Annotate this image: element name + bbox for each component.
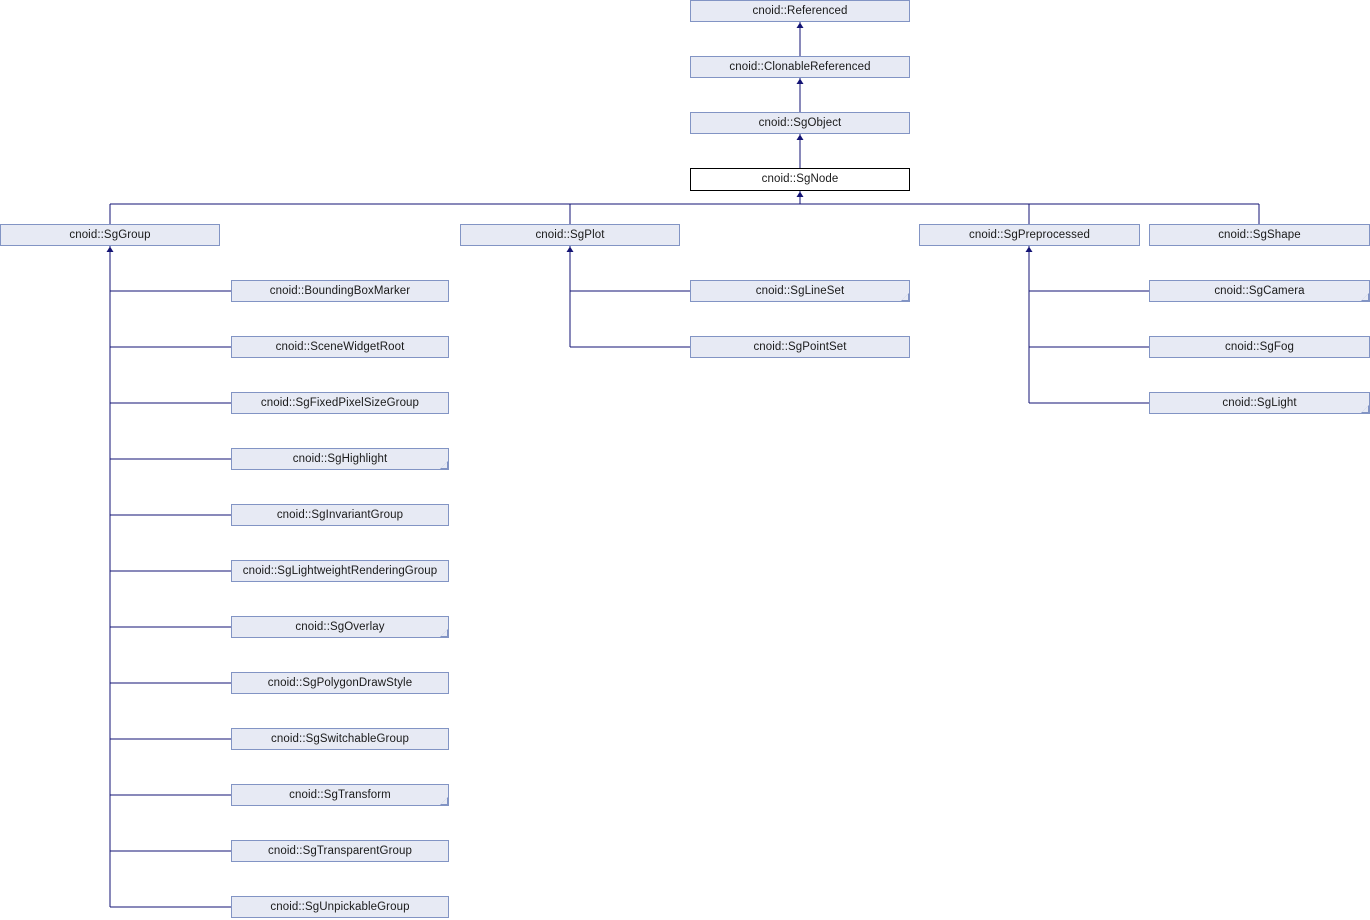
class-box-sgplot[interactable]: cnoid::SgPlot [460, 224, 680, 246]
arrowhead-arrow-into-sggroup [106, 246, 114, 252]
class-box-sghighlight[interactable]: cnoid::SgHighlight [231, 448, 449, 470]
class-label-boundingboxmarker: cnoid::BoundingBoxMarker [269, 285, 411, 297]
class-box-sgoverlay[interactable]: cnoid::SgOverlay [231, 616, 449, 638]
class-box-clonablereferenced[interactable]: cnoid::ClonableReferenced [690, 56, 910, 78]
arrowhead-arrow-into-clonablereferenced [796, 78, 804, 84]
class-box-sgfixedpixelsize[interactable]: cnoid::SgFixedPixelSizeGroup [231, 392, 449, 414]
class-box-scenewidgetroot[interactable]: cnoid::SceneWidgetRoot [231, 336, 449, 358]
class-label-sgcamera: cnoid::SgCamera [1214, 285, 1305, 297]
class-label-sgpreprocessed: cnoid::SgPreprocessed [968, 229, 1090, 241]
class-box-sggroup[interactable]: cnoid::SgGroup [0, 224, 220, 246]
class-box-sglightweight[interactable]: cnoid::SgLightweightRenderingGroup [231, 560, 449, 582]
class-label-sgfog: cnoid::SgFog [1225, 341, 1294, 353]
class-label-sglight: cnoid::SgLight [1222, 397, 1297, 409]
class-label-sgtransform: cnoid::SgTransform [289, 789, 391, 801]
class-label-sgplot: cnoid::SgPlot [535, 229, 605, 241]
class-label-clonablereferenced: cnoid::ClonableReferenced [729, 61, 871, 73]
arrowhead-arrow-into-referenced [796, 22, 804, 28]
class-label-sgnode: cnoid::SgNode [761, 173, 839, 185]
arrowhead-arrow-into-sgplot [566, 246, 574, 252]
class-label-sggroup: cnoid::SgGroup [69, 229, 151, 241]
class-label-sgtransparentgroup: cnoid::SgTransparentGroup [268, 845, 412, 857]
class-box-sgpreprocessed[interactable]: cnoid::SgPreprocessed [919, 224, 1140, 246]
class-box-sgtransform[interactable]: cnoid::SgTransform [231, 784, 449, 806]
class-box-sgobject[interactable]: cnoid::SgObject [690, 112, 910, 134]
class-label-sglineset: cnoid::SgLineSet [755, 285, 845, 297]
class-box-sgnode[interactable]: cnoid::SgNode [690, 168, 910, 191]
class-label-sgpolygondrawstyle: cnoid::SgPolygonDrawStyle [267, 677, 413, 689]
class-box-sgpolygondrawstyle[interactable]: cnoid::SgPolygonDrawStyle [231, 672, 449, 694]
class-box-sgshape[interactable]: cnoid::SgShape [1149, 224, 1370, 246]
class-box-sgfog[interactable]: cnoid::SgFog [1149, 336, 1370, 358]
class-box-sgpointset[interactable]: cnoid::SgPointSet [690, 336, 910, 358]
class-label-sgfixedpixelsize: cnoid::SgFixedPixelSizeGroup [260, 397, 420, 409]
class-box-referenced[interactable]: cnoid::Referenced [690, 0, 910, 22]
class-label-sgoverlay: cnoid::SgOverlay [295, 621, 385, 633]
class-box-sginvariantgroup[interactable]: cnoid::SgInvariantGroup [231, 504, 449, 526]
class-label-sgshape: cnoid::SgShape [1218, 229, 1301, 241]
class-box-sgcamera[interactable]: cnoid::SgCamera [1149, 280, 1370, 302]
class-box-sglineset[interactable]: cnoid::SgLineSet [690, 280, 910, 302]
class-label-sgswitchablegroup: cnoid::SgSwitchableGroup [271, 733, 409, 745]
class-box-sgunpickablegroup[interactable]: cnoid::SgUnpickableGroup [231, 896, 449, 918]
class-label-scenewidgetroot: cnoid::SceneWidgetRoot [275, 341, 405, 353]
class-label-sgpointset: cnoid::SgPointSet [753, 341, 847, 353]
class-box-sgswitchablegroup[interactable]: cnoid::SgSwitchableGroup [231, 728, 449, 750]
arrowhead-arrow-into-sgobject [796, 134, 804, 140]
class-label-sglightweight: cnoid::SgLightweightRenderingGroup [242, 565, 438, 577]
class-label-sgobject: cnoid::SgObject [758, 117, 842, 129]
class-box-sglight[interactable]: cnoid::SgLight [1149, 392, 1370, 414]
arrowhead-arrow-into-sgpreprocessed [1025, 246, 1033, 252]
class-box-sgtransparentgroup[interactable]: cnoid::SgTransparentGroup [231, 840, 449, 862]
class-label-sghighlight: cnoid::SgHighlight [292, 453, 388, 465]
class-label-sgunpickablegroup: cnoid::SgUnpickableGroup [270, 901, 410, 913]
class-label-referenced: cnoid::Referenced [752, 5, 848, 17]
class-box-boundingboxmarker[interactable]: cnoid::BoundingBoxMarker [231, 280, 449, 302]
arrowhead-arrow-into-sgnode [796, 191, 804, 197]
class-label-sginvariantgroup: cnoid::SgInvariantGroup [276, 509, 404, 521]
